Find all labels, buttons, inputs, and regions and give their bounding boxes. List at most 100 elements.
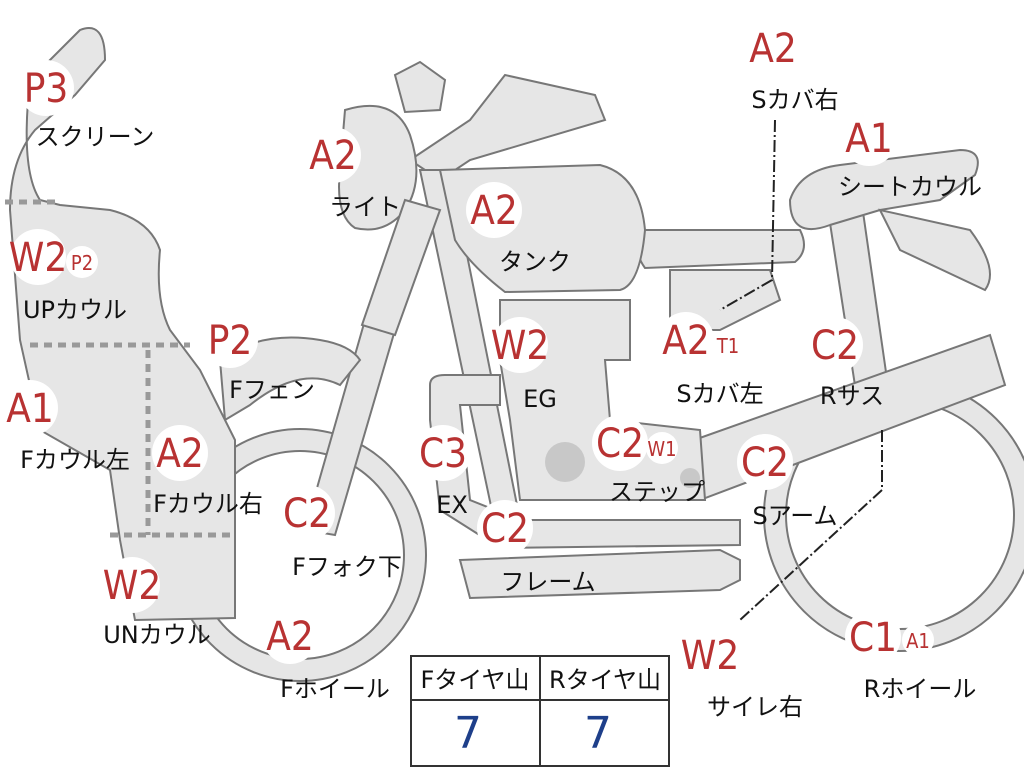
grade-badge — [104, 557, 160, 613]
fairing-shape — [8, 27, 236, 622]
part-silencer-right: W2 サイレ右 — [681, 627, 803, 721]
part-label: Sアーム — [752, 502, 837, 530]
grade-code: A1 — [845, 116, 893, 162]
part-label: Sカバ左 — [676, 380, 763, 408]
grade-badge — [841, 110, 897, 166]
exhaust-shape — [429, 374, 741, 550]
grade-code: P2 — [208, 318, 253, 364]
part-label: サイレ右 — [707, 693, 803, 721]
part-label: ステップ — [609, 478, 705, 506]
front-tire-header: Fタイヤ山 — [420, 666, 529, 694]
grade-code: P2 — [71, 251, 93, 275]
part-label: Rサス — [820, 382, 884, 410]
fork-upper-shape — [360, 198, 442, 337]
grade-badge — [152, 425, 208, 481]
part-label: タンク — [499, 248, 571, 276]
grade-code: A2 — [749, 26, 797, 72]
engine-bolt-shape — [680, 468, 700, 488]
grade-code: W1 — [647, 437, 676, 461]
part-label: Fカウル右 — [153, 490, 263, 518]
part-label: UNカウル — [103, 621, 211, 649]
tail-light-shape — [878, 208, 991, 292]
grade-code: A2 — [309, 133, 357, 179]
grade-badge — [202, 312, 258, 368]
part-label: EG — [523, 385, 557, 413]
seat-cowl-shape — [788, 148, 979, 230]
part-tank: A2 タンク — [466, 182, 571, 276]
grade-badge — [592, 415, 648, 471]
grade-badge — [279, 485, 335, 541]
part-label: EX — [436, 491, 468, 519]
rear-tire-value: 7 — [584, 708, 612, 759]
part-screen: P3 スクリーン — [18, 60, 154, 151]
grade-code: W2 — [103, 563, 161, 609]
grade-badge — [18, 60, 74, 116]
grade-code: C2 — [481, 506, 529, 552]
grade-code: C2 — [596, 421, 644, 467]
tire-tread-table: Fタイヤ山 Rタイヤ山 7 7 — [410, 655, 670, 767]
grade-badge — [305, 127, 361, 183]
frame-lower-shape — [458, 548, 741, 600]
grade-code: W2 — [9, 235, 67, 281]
part-label: Fホイール — [280, 675, 390, 703]
grade-code: P3 — [24, 66, 69, 112]
grade-badge — [415, 425, 471, 481]
handlebar-shape — [393, 60, 447, 114]
grade-badge — [66, 246, 98, 278]
grade-code: C2 — [811, 323, 859, 369]
part-seat-cowl: A1 シートカウル — [838, 110, 982, 201]
part-label: フレーム — [500, 568, 595, 596]
grade-code: W2 — [681, 633, 739, 679]
front-fender-shape — [218, 336, 362, 422]
grade-code: C1 — [849, 615, 897, 661]
grade-code: A2 — [470, 188, 518, 234]
grade-code: W2 — [491, 323, 549, 369]
grade-code: A1 — [906, 629, 930, 653]
grade-badge — [2, 380, 58, 436]
grade-code: A2 — [266, 614, 314, 660]
part-label: Fカウル左 — [20, 446, 130, 474]
motorcycle-silhouette — [5, 27, 1024, 682]
grade-badge — [807, 317, 863, 373]
grade-badge — [682, 627, 738, 683]
grade-badge — [902, 624, 934, 656]
part-label: Sカバ右 — [751, 86, 838, 114]
grade-code: A2 — [156, 431, 204, 477]
grade-badge — [712, 329, 744, 361]
grade-code: T1 — [716, 334, 739, 358]
grade-badge — [492, 317, 548, 373]
grade-badge — [466, 182, 522, 238]
grade-code: C2 — [283, 491, 331, 537]
part-label: Fフォク下 — [292, 553, 402, 581]
grade-code: A2 — [662, 318, 710, 364]
rear-tire-header: Rタイヤ山 — [549, 666, 661, 694]
part-label: UPカウル — [23, 296, 127, 324]
part-label: シートカウル — [838, 173, 982, 201]
grade-badge — [745, 20, 801, 76]
grade-code: A1 — [6, 386, 54, 432]
grade-badge — [646, 432, 678, 464]
part-frame: C2 フレーム — [477, 500, 596, 596]
grade-code: C3 — [419, 431, 467, 477]
grade-badge — [10, 229, 66, 285]
part-label: スクリーン — [36, 123, 155, 151]
part-label: Fフェン — [229, 376, 315, 404]
